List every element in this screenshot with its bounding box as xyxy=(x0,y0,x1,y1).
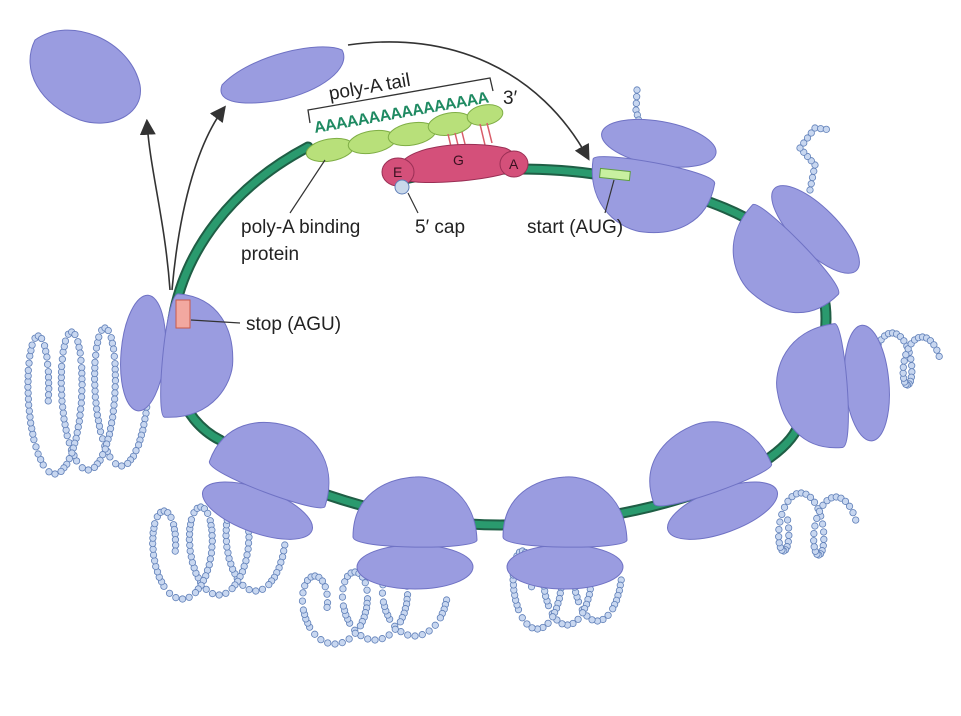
ribosomes xyxy=(120,118,890,590)
protein-chain-icon xyxy=(775,489,860,559)
protein-chain-icon xyxy=(632,86,643,124)
stop-codon-label: stop (AGU) xyxy=(246,314,341,335)
ribosome-icon xyxy=(649,421,779,540)
leader-lines xyxy=(190,159,615,324)
factor-a-icon xyxy=(499,150,529,178)
site-e-label: E xyxy=(393,164,402,180)
protein-chain-icon xyxy=(149,499,289,603)
release-arrow-large xyxy=(139,118,171,291)
pabp-label-line2: protein xyxy=(241,244,299,265)
start-codon-label: start (AUG) xyxy=(527,217,623,238)
released-large-subunit-icon xyxy=(29,29,141,124)
ribosome-icon xyxy=(776,323,890,449)
recycle-arrow xyxy=(347,41,590,161)
stop-codon-marker xyxy=(175,299,191,329)
nascent-protein-chains xyxy=(24,86,943,648)
initiation-complex: E G A xyxy=(381,143,529,187)
poly-a-bracket xyxy=(307,77,494,124)
protein-chain-icon xyxy=(24,324,152,478)
site-a-label: A xyxy=(509,156,519,172)
ribosome-icon xyxy=(201,421,330,540)
poly-a-binding-proteins xyxy=(305,104,504,163)
ribosome-icon xyxy=(502,476,628,590)
pabp-label-line1: poly-A binding xyxy=(241,217,360,238)
five-prime-cap-label: 5′ cap xyxy=(415,217,465,238)
start-codon-marker xyxy=(599,167,631,182)
released-small-subunit-icon xyxy=(220,46,345,104)
protein-chain-icon xyxy=(796,124,830,194)
three-prime-label: 3′ xyxy=(503,88,518,109)
ribosome-icon xyxy=(352,476,478,590)
cap-icon xyxy=(394,179,410,195)
ribosome-icon xyxy=(732,185,860,314)
site-g-label: G xyxy=(453,152,464,168)
release-arrow-small xyxy=(171,105,226,291)
